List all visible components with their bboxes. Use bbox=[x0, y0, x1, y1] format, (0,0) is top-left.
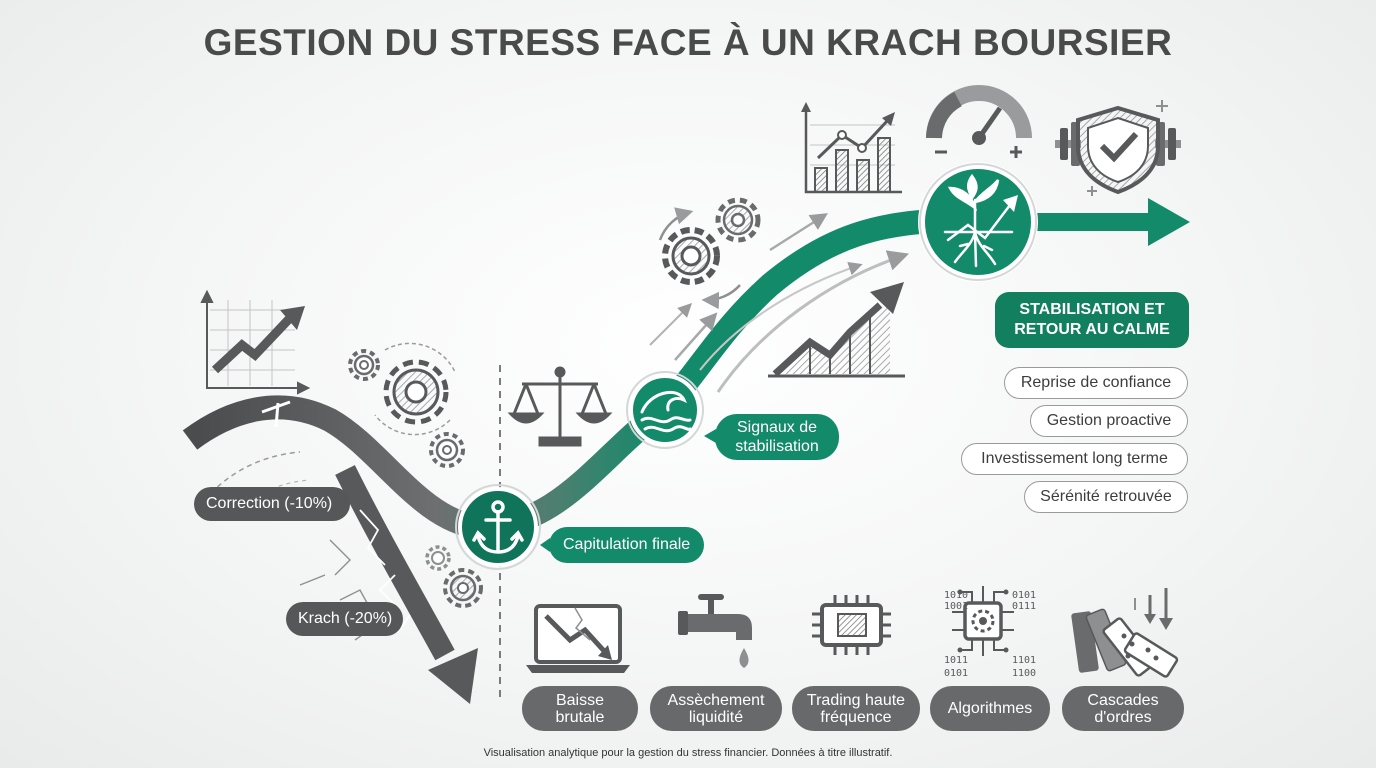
rising-chart-icon bbox=[200, 289, 311, 395]
shield-icon bbox=[1055, 100, 1181, 196]
binary-text: 1010 1001 0101 0111 1011 0101 1101 1100 bbox=[944, 590, 1036, 679]
stage-krach-label: Krach (-20%) bbox=[286, 602, 403, 636]
anchor-icon bbox=[472, 500, 524, 554]
balance-scale-icon bbox=[507, 366, 613, 447]
outcome-item: Gestion proactive bbox=[1030, 405, 1188, 437]
binary-right-top-2: 0111 bbox=[1012, 601, 1036, 612]
dominoes-icon bbox=[1071, 588, 1179, 678]
stage-stabilisation-label: STABILISATION ET RETOUR AU CALME bbox=[995, 292, 1189, 348]
falling-laptop-icon bbox=[526, 604, 630, 673]
binary-right-bottom: 1101 bbox=[1012, 655, 1036, 666]
binary-left-bottom: 1011 bbox=[944, 655, 968, 666]
stage-signaux-label: Signaux de stabilisation bbox=[715, 414, 839, 460]
page-title: GESTION DU STRESS FACE À UN KRACH BOURSI… bbox=[203, 22, 1173, 63]
binary-right-bottom-2: 1100 bbox=[1012, 668, 1036, 679]
chip-icon bbox=[812, 595, 891, 655]
market-curve bbox=[182, 208, 956, 540]
binary-left-bottom-2: 0101 bbox=[944, 668, 968, 679]
stage-capitulation-label: Capitulation finale bbox=[549, 527, 705, 563]
plant-growth-icon bbox=[943, 173, 1018, 268]
binary-right-top: 0101 bbox=[1012, 590, 1036, 601]
faucet-icon bbox=[678, 594, 752, 668]
wave-icon bbox=[640, 390, 692, 433]
outcome-item: Investissement long terme bbox=[961, 443, 1188, 475]
gears-icon-cluster bbox=[348, 342, 483, 608]
outcome-item: Reprise de confiance bbox=[1004, 367, 1188, 399]
cause-label-liquidite: Assèchement liquidité bbox=[650, 686, 782, 731]
crash-arrow bbox=[299, 465, 478, 704]
bar-chart-icon bbox=[801, 102, 902, 194]
cause-label-trading: Trading haute fréquence bbox=[792, 686, 920, 731]
forward-arrow bbox=[1030, 198, 1190, 246]
outcome-item: Sérénité retrouvée bbox=[1024, 481, 1188, 513]
binary-left-top-2: 1001 bbox=[944, 601, 968, 612]
rising-trend-icon bbox=[768, 282, 905, 378]
cause-label-baisse: Baisse brutale bbox=[522, 686, 638, 731]
footer-note: Visualisation analytique pour la gestion… bbox=[483, 747, 893, 759]
cause-label-algorithmes: Algorithmes bbox=[930, 686, 1050, 731]
anchor-node bbox=[455, 484, 541, 570]
growth-node bbox=[918, 162, 1038, 282]
algorithm-icon bbox=[952, 586, 1014, 656]
stage-correction-label: Correction (-10%) bbox=[194, 487, 350, 521]
binary-left-top: 1010 bbox=[944, 590, 968, 601]
cause-label-cascades: Cascades d'ordres bbox=[1062, 686, 1184, 731]
wave-node bbox=[626, 371, 704, 449]
gears-cycle-icon bbox=[658, 197, 761, 310]
gauge-icon bbox=[926, 85, 1032, 158]
